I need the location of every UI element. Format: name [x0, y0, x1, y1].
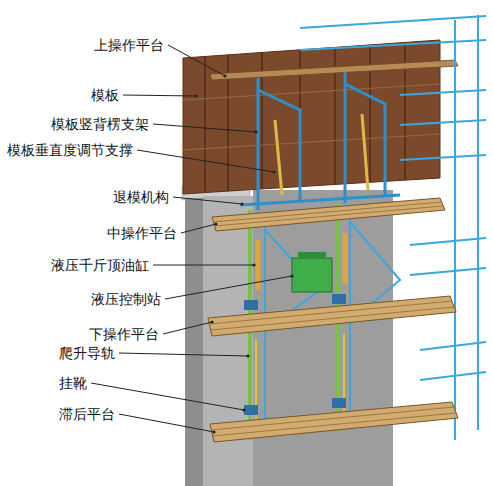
- leader-line: [119, 414, 214, 432]
- leader-dot: [252, 263, 255, 266]
- leader-line: [119, 353, 248, 356]
- leader-dot: [212, 430, 215, 433]
- part-label: 爬升导轨: [58, 344, 116, 362]
- leader-line: [168, 45, 225, 76]
- leader-dot: [194, 94, 197, 97]
- part-label: 挂靴: [58, 374, 88, 392]
- leader-dot: [210, 320, 213, 323]
- part-label: 滞后平台: [58, 405, 116, 423]
- part-label: 中操作平台: [106, 224, 178, 242]
- part-label: 模板竖背楞支架: [50, 115, 150, 133]
- leader-line: [153, 124, 256, 132]
- leader-line: [181, 224, 216, 233]
- part-label: 下操作平台: [88, 325, 160, 343]
- leader-dot: [254, 130, 257, 133]
- part-label: 液压千斤顶油缸: [50, 256, 150, 274]
- part-label: 模板垂直度调节支撑: [6, 141, 134, 159]
- part-label: 液压控制站: [90, 290, 162, 308]
- part-label: 模板: [90, 86, 120, 104]
- leader-dot: [246, 354, 249, 357]
- leader-line: [173, 197, 242, 204]
- leader-dot: [290, 274, 293, 277]
- leader-dot: [240, 202, 243, 205]
- leader-line: [137, 150, 274, 172]
- leader-line: [165, 276, 292, 299]
- part-label: 退模机构: [112, 188, 170, 206]
- leader-dot: [223, 74, 226, 77]
- leader-dot: [242, 408, 245, 411]
- leader-dot: [214, 222, 217, 225]
- part-label: 上操作平台: [93, 36, 165, 54]
- leader-line: [123, 95, 196, 96]
- leader-dot: [272, 170, 275, 173]
- leader-line: [153, 265, 254, 266]
- leader-line: [163, 322, 212, 334]
